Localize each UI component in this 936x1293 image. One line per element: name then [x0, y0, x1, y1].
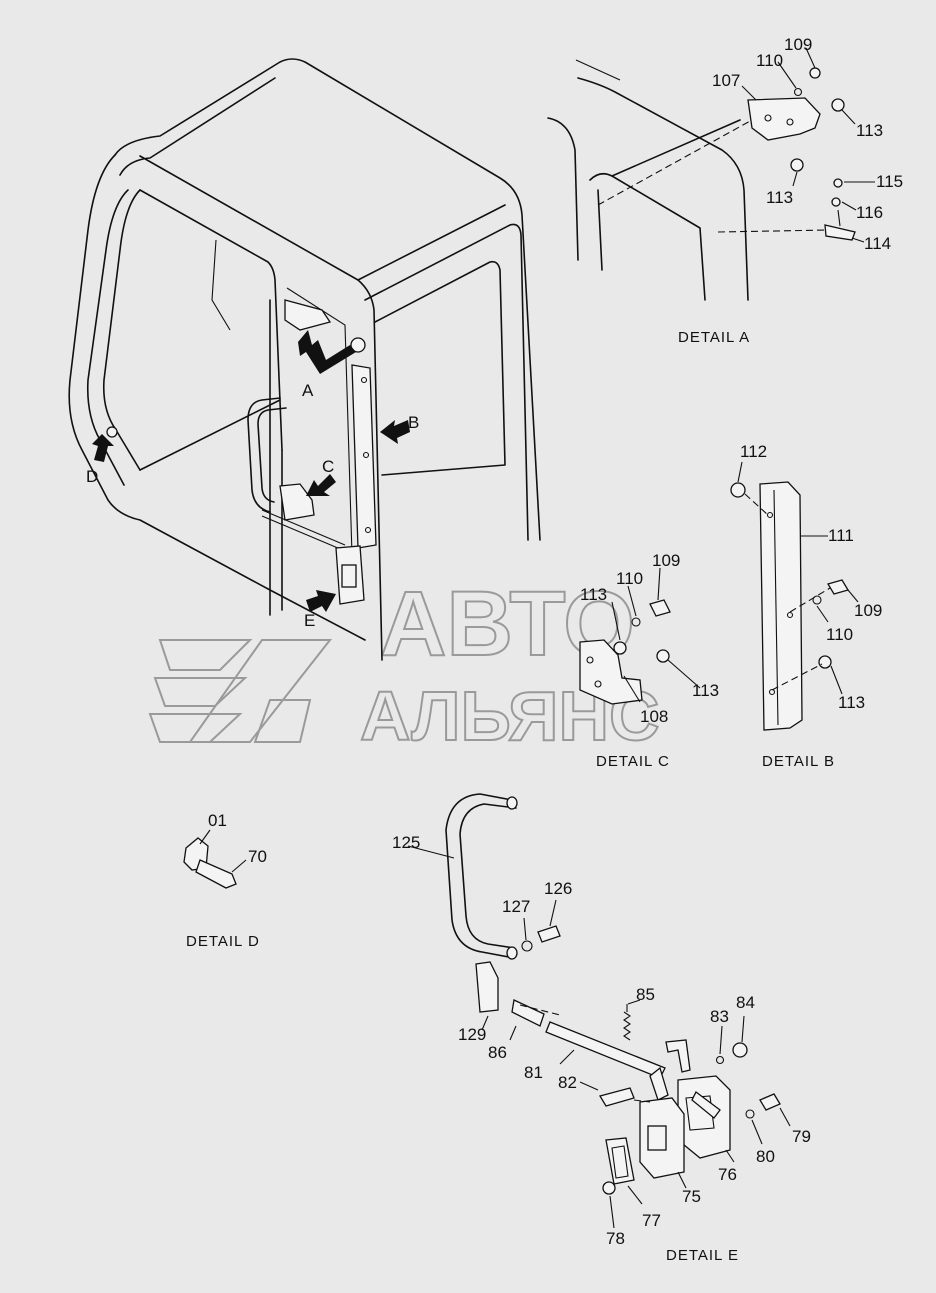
callout-d-01: 01 [208, 811, 227, 830]
view-arrow-a-label: A [302, 381, 314, 400]
detail-a-title: DETAIL A [678, 329, 750, 346]
cab-main-view [68, 58, 541, 661]
view-arrow-e: E [304, 590, 336, 630]
callout-e-129: 129 [458, 1025, 486, 1044]
callout-e-78: 78 [606, 1229, 625, 1248]
view-arrow-d: D [86, 434, 114, 486]
detail-d-title: DETAIL D [186, 933, 260, 950]
callout-e-76: 76 [718, 1165, 737, 1184]
watermark-emblem [148, 639, 333, 743]
view-arrow-d-label: D [86, 467, 98, 486]
callout-a-113-bottom: 113 [766, 188, 793, 207]
callout-a-110: 110 [756, 51, 783, 70]
callout-e-84: 84 [736, 993, 755, 1012]
callout-e-126: 126 [544, 879, 572, 898]
view-arrow-c-label: C [322, 457, 334, 476]
detail-e-title: DETAIL E [666, 1247, 739, 1264]
callout-b-112: 112 [740, 442, 767, 461]
callout-e-86: 86 [488, 1043, 507, 1062]
detail-a: 109 110 107 113 113 115 116 114 DETAIL A [547, 35, 903, 346]
detail-c-title: DETAIL C [596, 753, 670, 770]
callout-a-114: 114 [864, 234, 891, 253]
callout-e-79: 79 [792, 1127, 811, 1146]
callout-b-110: 110 [826, 625, 853, 644]
view-arrow-b: B [380, 413, 419, 444]
callout-c-113-bottom: 113 [692, 681, 719, 700]
callout-b-113: 113 [838, 693, 865, 712]
callout-c-113-top: 113 [580, 585, 607, 604]
detail-d: 01 70 DETAIL D [183, 811, 267, 950]
view-arrow-b-label: B [408, 413, 419, 432]
callout-b-109: 109 [854, 601, 882, 620]
detail-e: 125 126 127 129 85 86 81 83 84 82 79 80 … [392, 793, 811, 1264]
callout-c-109: 109 [652, 551, 680, 570]
callout-e-80: 80 [756, 1147, 775, 1166]
callout-c-108: 108 [640, 707, 668, 726]
callout-e-82: 82 [558, 1073, 577, 1092]
callout-c-110: 110 [616, 569, 643, 588]
callout-e-77: 77 [642, 1211, 661, 1230]
view-arrow-c: C [306, 457, 336, 496]
callout-e-125: 125 [392, 833, 420, 852]
callout-a-115: 115 [876, 172, 903, 191]
view-arrow-a: A [298, 330, 356, 400]
detail-b-title: DETAIL B [762, 753, 835, 770]
callout-b-111: 111 [828, 526, 854, 545]
detail-c: 109 110 113 113 108 DETAIL C [579, 551, 719, 770]
callout-e-75: 75 [682, 1187, 701, 1206]
callout-e-83: 83 [710, 1007, 729, 1026]
callout-e-85: 85 [636, 985, 655, 1004]
callout-d-70: 70 [248, 847, 267, 866]
callout-e-81: 81 [524, 1063, 543, 1082]
detail-b: 112 111 109 110 113 DETAIL B [730, 442, 882, 770]
callout-e-127: 127 [502, 897, 530, 916]
view-arrow-e-label: E [304, 611, 315, 630]
callout-a-113-top: 113 [856, 121, 883, 140]
callout-a-109: 109 [784, 35, 812, 54]
callout-a-107: 107 [712, 71, 740, 90]
callout-a-116: 116 [856, 203, 883, 222]
